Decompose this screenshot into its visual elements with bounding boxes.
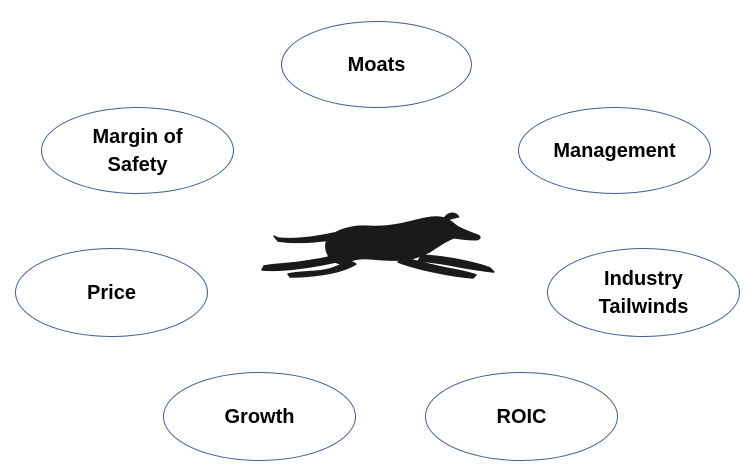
greyhound-icon [261,212,495,279]
node-roic: ROIC [425,372,618,461]
node-moats-label: Moats [347,53,406,76]
node-growth-label: Growth [224,405,295,428]
node-industry-tailwinds: Industry Tailwinds [547,248,740,337]
node-management-label: Management [553,139,676,162]
node-margin-of-safety-label: Margin of Safety [92,125,183,176]
node-management: Management [518,107,711,194]
node-growth: Growth [163,372,356,461]
node-price: Price [15,248,208,337]
node-industry-tailwinds-label: Industry Tailwinds [598,267,689,318]
node-margin-of-safety: Margin of Safety [41,107,234,194]
node-roic-label: ROIC [496,405,547,428]
node-moats: Moats [281,21,472,108]
node-price-label: Price [87,281,136,304]
